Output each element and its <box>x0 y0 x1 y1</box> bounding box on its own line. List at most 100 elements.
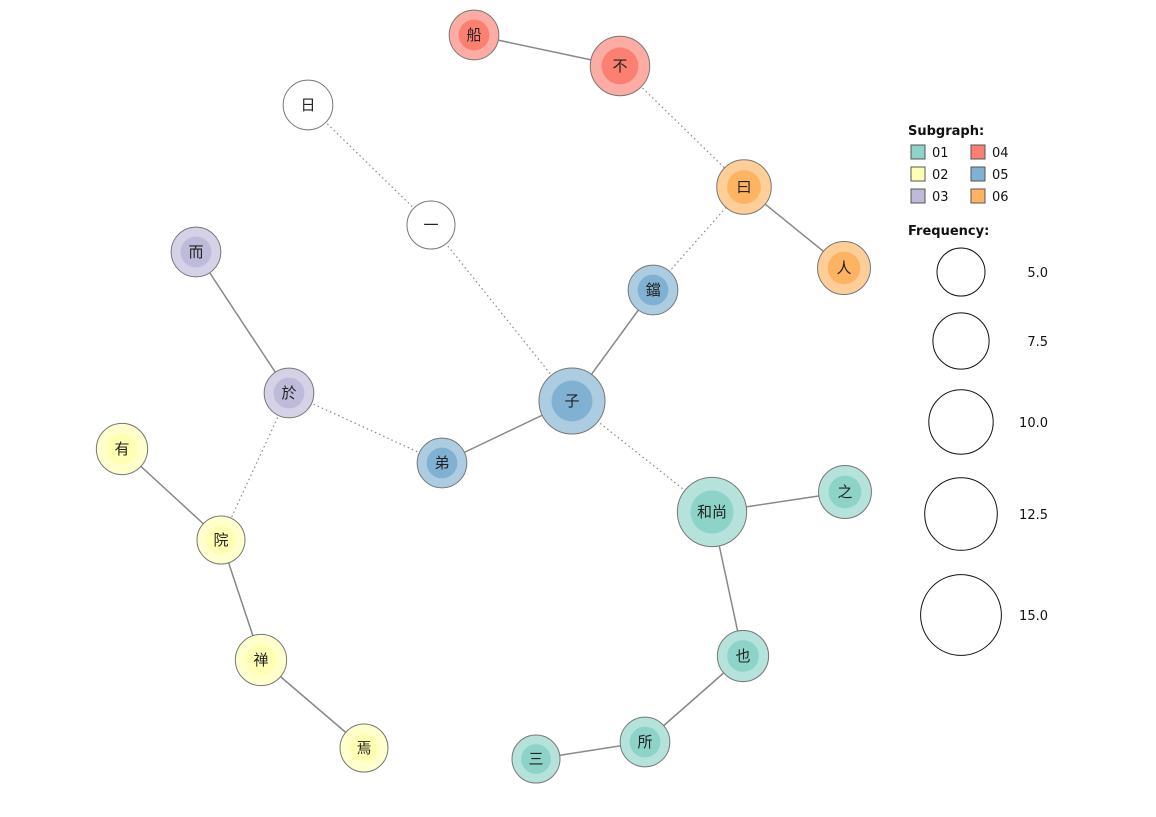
legend-subgraph-label: 03 <box>932 190 949 205</box>
link-bu-yue <box>619 65 745 188</box>
node-label: 日 <box>300 96 315 114</box>
node-label: 三 <box>528 750 543 768</box>
node-circle-inner <box>458 19 490 51</box>
legend-frequency-label: 10.0 <box>1019 416 1048 431</box>
legend-swatch <box>910 188 926 204</box>
link-ri-yi <box>307 104 432 226</box>
node-label: 焉 <box>356 739 371 757</box>
node-label: 之 <box>837 483 852 501</box>
node-label: 子 <box>564 392 579 410</box>
node-label: 鐺 <box>645 281 660 299</box>
node-you[interactable]: 有 <box>95 422 149 476</box>
legend-frequency-label: 7.5 <box>1027 335 1048 350</box>
legend-swatch <box>970 188 986 204</box>
legend-subgraph-label: 05 <box>992 168 1009 183</box>
node-dang[interactable]: 鐺 <box>627 264 679 316</box>
link-er-yu <box>195 251 290 394</box>
node-circle-inner <box>106 433 138 465</box>
node-circle-inner <box>629 726 661 758</box>
node-chan[interactable]: 禅 <box>234 633 288 687</box>
legend-subgraph-item-04: 04 <box>970 144 1009 161</box>
legend-frequency-label: 5.0 <box>1027 266 1048 281</box>
node-circle-inner <box>273 377 305 409</box>
node-circle-inner <box>828 475 862 509</box>
legend-frequency-item-4: 15.0 <box>920 574 1048 656</box>
node-label: 有 <box>114 440 129 458</box>
legend-subgraph-item-01: 01 <box>910 144 949 161</box>
node-yan[interactable]: 焉 <box>339 723 389 773</box>
node-label: 船 <box>466 26 481 44</box>
node-circle-inner <box>180 236 212 268</box>
legend: Subgraph: 01 04 02 05 03 06 Frequency: 5.0 7.5… <box>908 124 1048 656</box>
legend-subgraph-item-03: 03 <box>910 188 949 205</box>
node-label: 人 <box>836 259 851 277</box>
node-circle-inner <box>245 644 277 676</box>
node-circle-inner <box>349 733 379 763</box>
legend-subgraph-label: 06 <box>992 190 1009 205</box>
node-bu[interactable]: 不 <box>589 35 651 97</box>
node-circle-inner <box>827 251 861 285</box>
legend-frequency-circle <box>928 389 994 455</box>
node-yi[interactable]: 一 <box>406 200 456 250</box>
legend-subgraph-label: 01 <box>932 146 949 161</box>
node-heshang[interactable]: 和尚 <box>676 476 748 548</box>
legend-frequency-label: 12.5 <box>1019 508 1048 523</box>
node-label: 而 <box>188 243 203 261</box>
legend-frequency-label: 15.0 <box>1019 609 1048 624</box>
legend-frequency-item-3: 12.5 <box>924 477 1048 551</box>
node-label: 院 <box>213 531 228 549</box>
node-label: 曰 <box>736 178 751 196</box>
node-label: 弟 <box>434 454 449 472</box>
node-label: 於 <box>281 384 296 402</box>
legend-frequency-circle <box>920 574 1002 656</box>
node-label: 禅 <box>253 651 268 669</box>
legend-frequency-circle <box>932 312 990 370</box>
legend-subgraph-label: 04 <box>992 146 1009 161</box>
node-circle-inner <box>690 490 734 534</box>
legend-frequency-title: Frequency: <box>908 224 989 239</box>
node-circle-inner <box>727 640 759 672</box>
node-yuan[interactable]: 院 <box>196 515 246 565</box>
node-label: 和尚 <box>697 503 727 521</box>
node-zi[interactable]: 子 <box>538 367 606 435</box>
legend-frequency-item-2: 10.0 <box>928 389 1048 455</box>
node-circle-inner <box>521 744 551 774</box>
node-label: 不 <box>612 57 627 75</box>
legend-subgraph-item-05: 05 <box>970 166 1009 183</box>
legend-swatch <box>910 144 926 160</box>
node-circle <box>282 79 334 131</box>
node-circle-inner <box>551 380 593 422</box>
node-circle-inner <box>426 447 458 479</box>
legend-swatch <box>970 166 986 182</box>
node-yue[interactable]: 曰 <box>716 159 772 215</box>
node-ri[interactable]: 日 <box>282 79 334 131</box>
node-label: 也 <box>735 647 750 665</box>
node-zhi[interactable]: 之 <box>818 465 872 519</box>
node-circle-inner <box>206 525 236 555</box>
node-san[interactable]: 三 <box>511 734 561 784</box>
node-label: 一 <box>423 216 438 234</box>
link-yu-di <box>288 392 443 464</box>
legend-subgraph-items: 01 04 02 05 03 06 <box>910 144 1009 205</box>
legend-subgraph-title: Subgraph: <box>908 124 984 139</box>
legend-subgraph-item-06: 06 <box>970 188 1009 205</box>
node-ren[interactable]: 人 <box>817 241 871 295</box>
legend-frequency-circle <box>936 247 986 297</box>
node-label: 所 <box>637 733 652 751</box>
legend-subgraph-item-02: 02 <box>910 166 949 183</box>
node-circle-inner <box>637 274 669 306</box>
node-chuan[interactable]: 船 <box>448 9 500 61</box>
legend-frequency-circle <box>924 477 998 551</box>
node-ye[interactable]: 也 <box>716 629 770 683</box>
node-suo[interactable]: 所 <box>619 716 671 768</box>
legend-swatch <box>910 166 926 182</box>
legend-subgraph-label: 02 <box>932 168 949 183</box>
node-circle-inner <box>727 170 761 204</box>
node-er[interactable]: 而 <box>170 226 222 278</box>
node-di[interactable]: 弟 <box>416 437 468 489</box>
node-circle <box>406 200 456 250</box>
node-yu[interactable]: 於 <box>263 367 315 419</box>
legend-frequency-items: 5.0 7.5 10.0 12.5 15.0 <box>920 247 1048 656</box>
